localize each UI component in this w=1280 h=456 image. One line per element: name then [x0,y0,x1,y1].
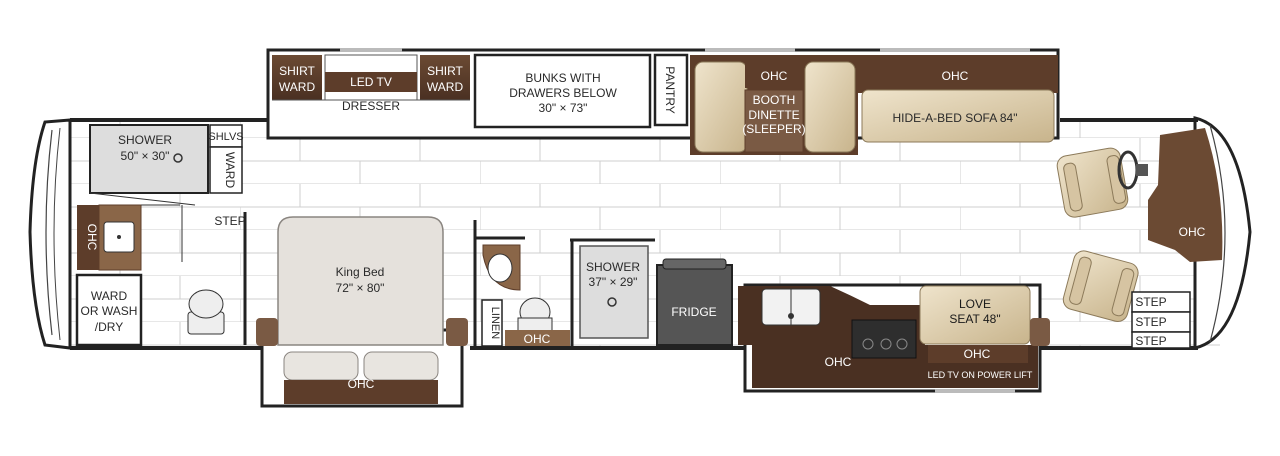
fridge-label: FRIDGE [671,305,716,319]
king-bed [277,216,444,346]
led-tv-label: LED TV [350,75,392,89]
step-2-label: STEP [1135,315,1166,329]
love-seat [919,285,1031,345]
shower-mid [579,245,649,339]
love-seat-l1: LOVE [959,297,991,311]
steering-wheel [1117,150,1148,190]
shower-mid-l2: 37" × 29" [589,275,638,289]
shower-mid-l1: SHOWER [586,260,640,274]
dresser-label: DRESSER [342,99,400,113]
shirt-ward-left-l2: WARD [279,80,316,94]
toilet-halfbath [517,297,553,333]
booth-ohc [745,62,803,88]
shower-mid-drain [607,297,617,307]
booth-seat-left [694,61,748,153]
step-3 [1131,331,1191,349]
ohc-front [1148,128,1223,262]
led-tv [325,72,417,92]
ohc-bedroom-label: OHC [348,377,375,391]
step-1-label: STEP [1135,295,1166,309]
led-tv-lift-label: LED TV ON POWER LIFT [928,370,1033,380]
headboard-ohc [284,380,438,404]
king-bed-l2: 72" × 80" [336,281,385,295]
ohc-loveseat-label: OHC [964,347,991,361]
shower-rear-l2: 50" × 30" [121,149,170,163]
ohc-bath-label: OHC [85,224,99,251]
linen-label: LINEN [489,307,501,339]
sofa-ohc-label: OHC [942,69,969,83]
ward-wash-l3: /DRY [95,320,123,334]
shirt-ward-right [420,55,470,100]
bunks-l1: BUNKS WITH [525,71,600,85]
booth-dinette-l1: BOOTH [753,93,796,107]
sofa-label: HIDE-A-BED SOFA 84" [893,111,1018,125]
ohc-halfbath-label: OHC [524,332,551,346]
ward-wash-l2: OR WASH [81,304,138,318]
bunks-l3: 30" × 73" [539,101,588,115]
ohc-galley-label: OHC [825,355,852,369]
booth-table [744,89,804,153]
pantry-label: PANTRY [663,66,677,114]
rear-cap [28,118,72,350]
bunks-l2: DRAWERS BELOW [509,86,617,100]
linen [481,299,503,347]
shelves-label: SHLVS [208,131,243,143]
shower-rear [89,124,209,194]
fridge [656,264,733,346]
shower-rear-drain [173,153,183,163]
driver-chair [1056,147,1129,218]
pillow-left [283,351,359,381]
ohc-front-label: OHC [1179,225,1206,239]
shirt-ward-right-l1: SHIRT [427,64,463,78]
sofa [861,89,1055,143]
shower-rear-l1: SHOWER [118,133,172,147]
toilet-rear [187,289,225,335]
ward-wash-dry [75,273,143,347]
passenger-chair [1062,250,1139,322]
booth-dinette-l3: (SLEEPER) [742,122,805,136]
nightstand-right [446,318,468,346]
corner-sink [482,244,521,291]
step-3-label: STEP [1135,334,1166,348]
ohc-bath [77,205,99,270]
bunks [473,53,652,129]
booth-dinette-l2: DINETTE [748,108,799,122]
king-bed-l1: King Bed [336,265,385,279]
shirt-ward-right-l2: WARD [427,80,464,94]
sofa-ohc [858,55,1058,93]
ohc-halfbath [505,330,570,346]
love-seat-l2: SEAT 48" [949,312,1000,326]
ward-rear [209,146,243,194]
ohc-loveseat [928,345,1028,363]
pantry [653,53,689,127]
booth-ohc-label: OHC [761,69,788,83]
side-table-loveseat [1030,318,1050,346]
shirt-ward-left-l1: SHIRT [279,64,315,78]
step-rear-label: STEP [214,214,245,228]
ward-wash-l1: WARD [91,289,128,303]
pillow-right [363,351,439,381]
nightstand-left [256,318,278,346]
shirt-ward-left [272,55,322,100]
ward-rear-label: WARD [223,152,237,189]
booth-seat-right [804,61,856,153]
